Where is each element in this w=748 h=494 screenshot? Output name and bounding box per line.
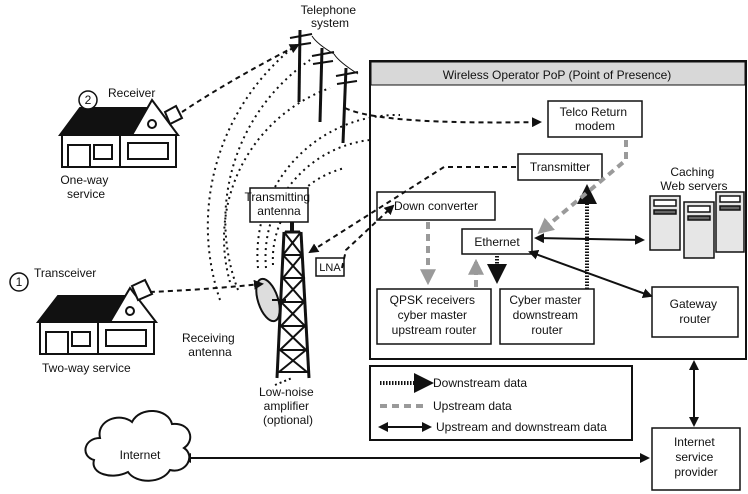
receiver-service-label: One-way service [60,173,111,201]
receiving-antenna-label: Receiving antenna [182,331,238,359]
svg-text:Internet: Internet [120,448,161,462]
receiver-house [58,98,184,168]
svg-text:Telco Return modem: Telco Return modem [560,105,631,133]
low-noise-amplifier-label: Low-noise amplifier (optional) [259,385,317,427]
downstream-links [149,44,542,293]
pop-title: Wireless Operator PoP (Point of Presence… [443,68,672,82]
bidirectional-links [181,233,699,463]
transmitter-box: Transmitter [517,153,603,181]
upstream-links [420,140,628,287]
svg-text:Transmitter: Transmitter [530,160,590,174]
lna-box: LNA [315,257,345,277]
transceiver-label: Transceiver [34,266,96,280]
svg-text:Internet service p: Internet service provider [674,435,718,479]
transceiver-service-label: Two-way service [42,361,131,375]
receiver-label: Receiver [108,86,155,100]
down-converter-box: Down converter [376,191,496,221]
transceiver-number: 1 [9,272,29,292]
telephone-label: Telephone system [301,3,360,30]
cyber-master-downstream-box: Cyber master downstream router [499,288,595,345]
lna-pointer [274,377,293,386]
web-server-icons [649,191,745,259]
isp-box: Internet service provider [651,427,741,491]
ethernet-box: Ethernet [461,228,533,255]
legend-both-label: Upstream and downstream data [436,420,607,434]
receiver-number: 2 [78,90,98,110]
gateway-router-box: Gateway router [651,286,739,338]
telephone-poles [289,29,359,144]
transmitting-antenna-box: Transmitting antenna [245,187,314,223]
dense-downstream-links [487,184,597,289]
svg-text:1: 1 [16,275,23,289]
svg-text:Ethernet: Ethernet [474,235,520,249]
svg-text:Transmitting antenna: Transmitting antenna [245,190,314,218]
telco-return-modem: Telco Return modem [547,100,643,138]
svg-text:Down converter: Down converter [394,199,478,213]
transceiver-house [35,278,159,355]
svg-text:Gateway router: Gateway router [670,297,721,326]
svg-text:2: 2 [85,93,92,107]
legend: Downstream data Upstream data Upstream a… [369,365,633,441]
legend-upstream-label: Upstream data [433,399,512,413]
qpsk-receivers-box: QPSK receivers cyber master upstream rou… [376,288,492,345]
signal-arcs [206,41,401,301]
svg-text:QPSK receivers cyber mas: QPSK receivers cyber master upstream rou… [390,293,479,337]
internet-cloud: Internet [84,410,192,482]
svg-text:LNA: LNA [319,262,341,274]
transmission-tower [275,218,311,379]
legend-downstream-label: Downstream data [433,376,527,390]
caching-web-servers-label: Caching Web servers [660,165,727,193]
